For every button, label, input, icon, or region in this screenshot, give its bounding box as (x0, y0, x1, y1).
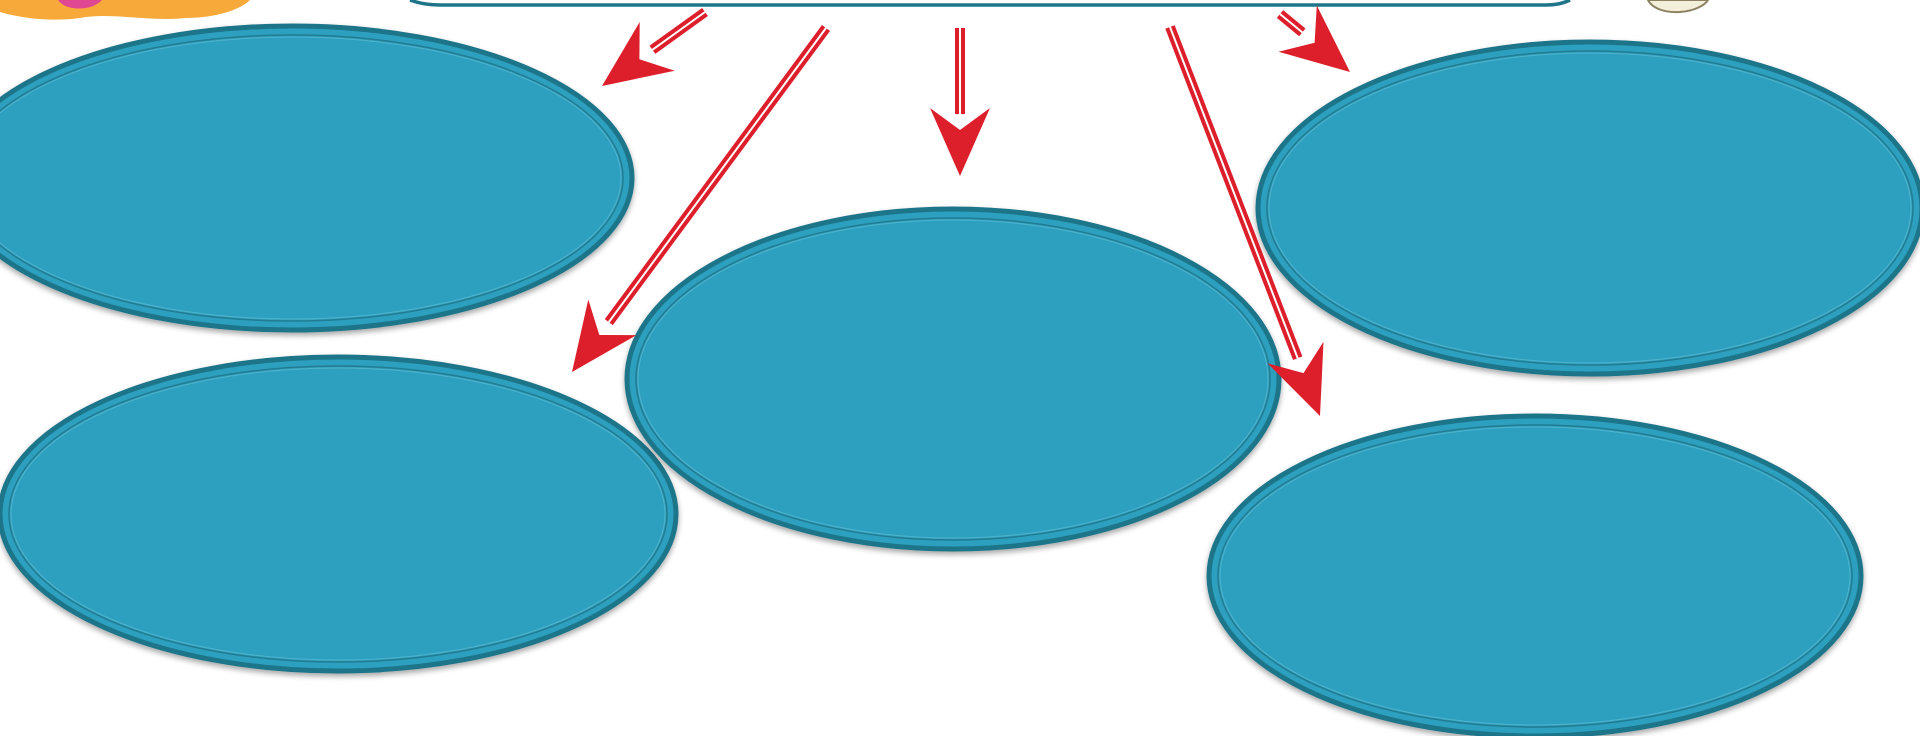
arrow-to-top-left-head (602, 22, 675, 86)
arrow-to-top-right (1276, 5, 1350, 72)
ellipse-top-right-shape (1255, 39, 1920, 377)
arrow-to-bottom-right-shaft-highlight (1169, 26, 1299, 359)
orange-blob-decoration (0, 0, 250, 20)
arrow-to-bottom-right (1165, 25, 1324, 416)
arrow-to-bottom-left-head (572, 299, 637, 372)
arrow-to-center-head (930, 108, 990, 176)
cream-icon-decoration (1646, 0, 1710, 14)
ellipse-top-right (1255, 39, 1920, 377)
ellipse-bottom-left-highlight (10, 367, 666, 661)
arrows-group (572, 5, 1350, 416)
ellipse-top-left-inner-ring (0, 34, 624, 322)
ellipse-bottom-left-shape (0, 354, 679, 674)
ellipse-center-inner-ring (635, 217, 1271, 541)
ellipse-bottom-right-highlight (1219, 426, 1851, 726)
arrow-to-center (930, 28, 990, 176)
ellipse-top-left (0, 23, 635, 333)
ellipse-top-left-shape (0, 23, 635, 333)
ellipse-center-highlight (637, 219, 1269, 539)
ellipse-top-right-highlight (1268, 52, 1912, 364)
ellipse-center-shape (624, 206, 1282, 552)
ellipse-bottom-right-shape (1206, 413, 1864, 739)
arrow-to-bottom-left (572, 25, 831, 372)
arrow-to-top-left-shaft-highlight (651, 11, 706, 51)
ellipse-bottom-right-inner-ring (1217, 424, 1853, 728)
ellipse-bottom-left-inner-ring (8, 365, 668, 663)
arrow-to-top-right-head (1278, 5, 1350, 72)
arrow-to-bottom-right-head (1267, 341, 1324, 416)
ellipse-bottom-left (0, 354, 679, 674)
arrow-to-top-right-shaft-highlight (1279, 13, 1303, 34)
ellipse-top-right-inner-ring (1266, 50, 1914, 366)
ellipse-top-left-highlight (0, 36, 622, 320)
ellipse-bottom-right (1206, 413, 1864, 739)
ellipses-group (0, 23, 1920, 739)
arrow-to-top-left (602, 7, 708, 86)
top-box (409, 0, 1571, 7)
ellipse-center (624, 206, 1282, 552)
arrow-to-bottom-left-shaft-highlight (607, 27, 827, 323)
